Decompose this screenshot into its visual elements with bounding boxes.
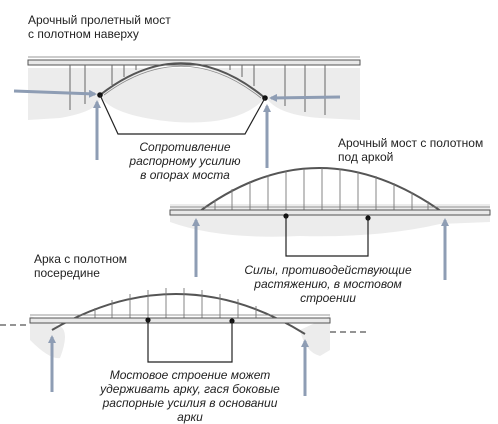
bridge1-ground [28,68,360,123]
bridge1-callout: Сопротивление распорному усилию в опорах… [120,140,250,182]
bridge3-callout-line [147,320,233,363]
bridge2-hangers [214,168,429,210]
bridge3-ground [30,316,330,359]
bridge3-arch [51,293,306,335]
bridge3-callout: Мостовое строение может удерживать арку,… [90,368,290,424]
bridge1-arch-inner [103,65,262,99]
bridge2-ground [170,204,490,237]
bridge2-callout: Силы, противодействующие растяжению, в м… [228,263,428,305]
bridge3-title: Арка с полотном посередине [34,252,127,280]
bridge2-title-line2: под аркой [338,150,394,164]
bridge3-callout-line3: распорные усилия в основании арки [102,396,278,424]
bridge3-title-line2: посередине [34,266,100,280]
bridge2-callout-line1: Силы, противодействующие [244,263,412,277]
bridge1-columns [69,65,326,115]
deck-arch-bridge [13,56,361,168]
bridge3-title-line1: Арка с полотном [34,252,128,266]
bridge3-deck [29,317,331,324]
bridge2-callout-line2: растяжению, в мостовом строении [254,277,402,305]
bridge1-callout-line1: Сопротивление [139,140,231,154]
bridge1-callout-line2: распорному усилию [129,154,241,168]
bridge2-title-line1: Арочный мост с полотном [338,136,484,150]
bridge3-callout-line1: Мостовое строение может [109,368,271,382]
bridge2-title: Арочный мост с полотном под аркой [338,136,483,164]
bridge1-title-line1: Арочный пролетный мост [28,13,171,27]
bridge2-callout-line [285,216,369,257]
bridge1-arrow-right-horizontal [269,93,341,102]
bridge1-callout-line [99,94,266,135]
mid-deck-arch-bridge [0,288,368,396]
bridge1-title-line2: с полотном наверху [28,27,139,41]
bridge3-callout-line2: удерживать арку, гася боковые [100,382,280,396]
bridge1-title: Арочный пролетный мост с полотном наверх… [28,13,171,41]
bridge-diagram [0,56,491,396]
bridge1-arrow-left-horizontal [13,89,97,98]
through-arch-bridge [169,167,491,280]
bridge1-arch [99,62,266,99]
bridge2-deck [169,209,491,216]
bridge1-callout-line3: в опорах моста [140,168,230,182]
